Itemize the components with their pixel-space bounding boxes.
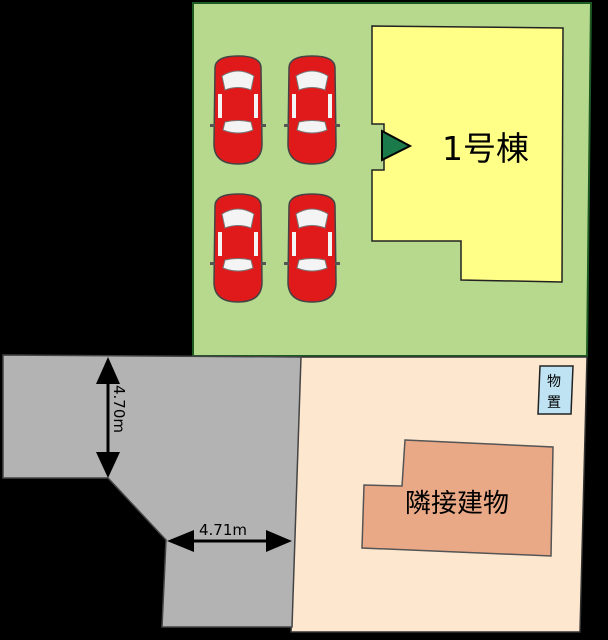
target-building-label: 1号棟 <box>442 129 529 168</box>
road <box>2 354 302 628</box>
storage-label-bottom: 置 <box>547 395 561 411</box>
neighbor-building-label: 隣接建物 <box>405 489 509 519</box>
car-icon <box>283 55 341 165</box>
road-width-horizontal-label: 4.71m <box>199 521 247 539</box>
road-width-horizontal: 4.71m <box>167 521 292 552</box>
storage-shed <box>537 365 574 415</box>
target-building <box>371 25 564 283</box>
neighbor-building <box>361 439 554 557</box>
road-width-vertical: 4.70m <box>96 357 128 478</box>
car-icon <box>209 193 267 303</box>
car-icon <box>283 193 341 303</box>
entrance-marker-icon <box>381 129 413 162</box>
car-icon <box>209 55 267 165</box>
storage-label-top: 物 <box>547 374 561 390</box>
road-width-vertical-label: 4.70m <box>110 385 128 433</box>
